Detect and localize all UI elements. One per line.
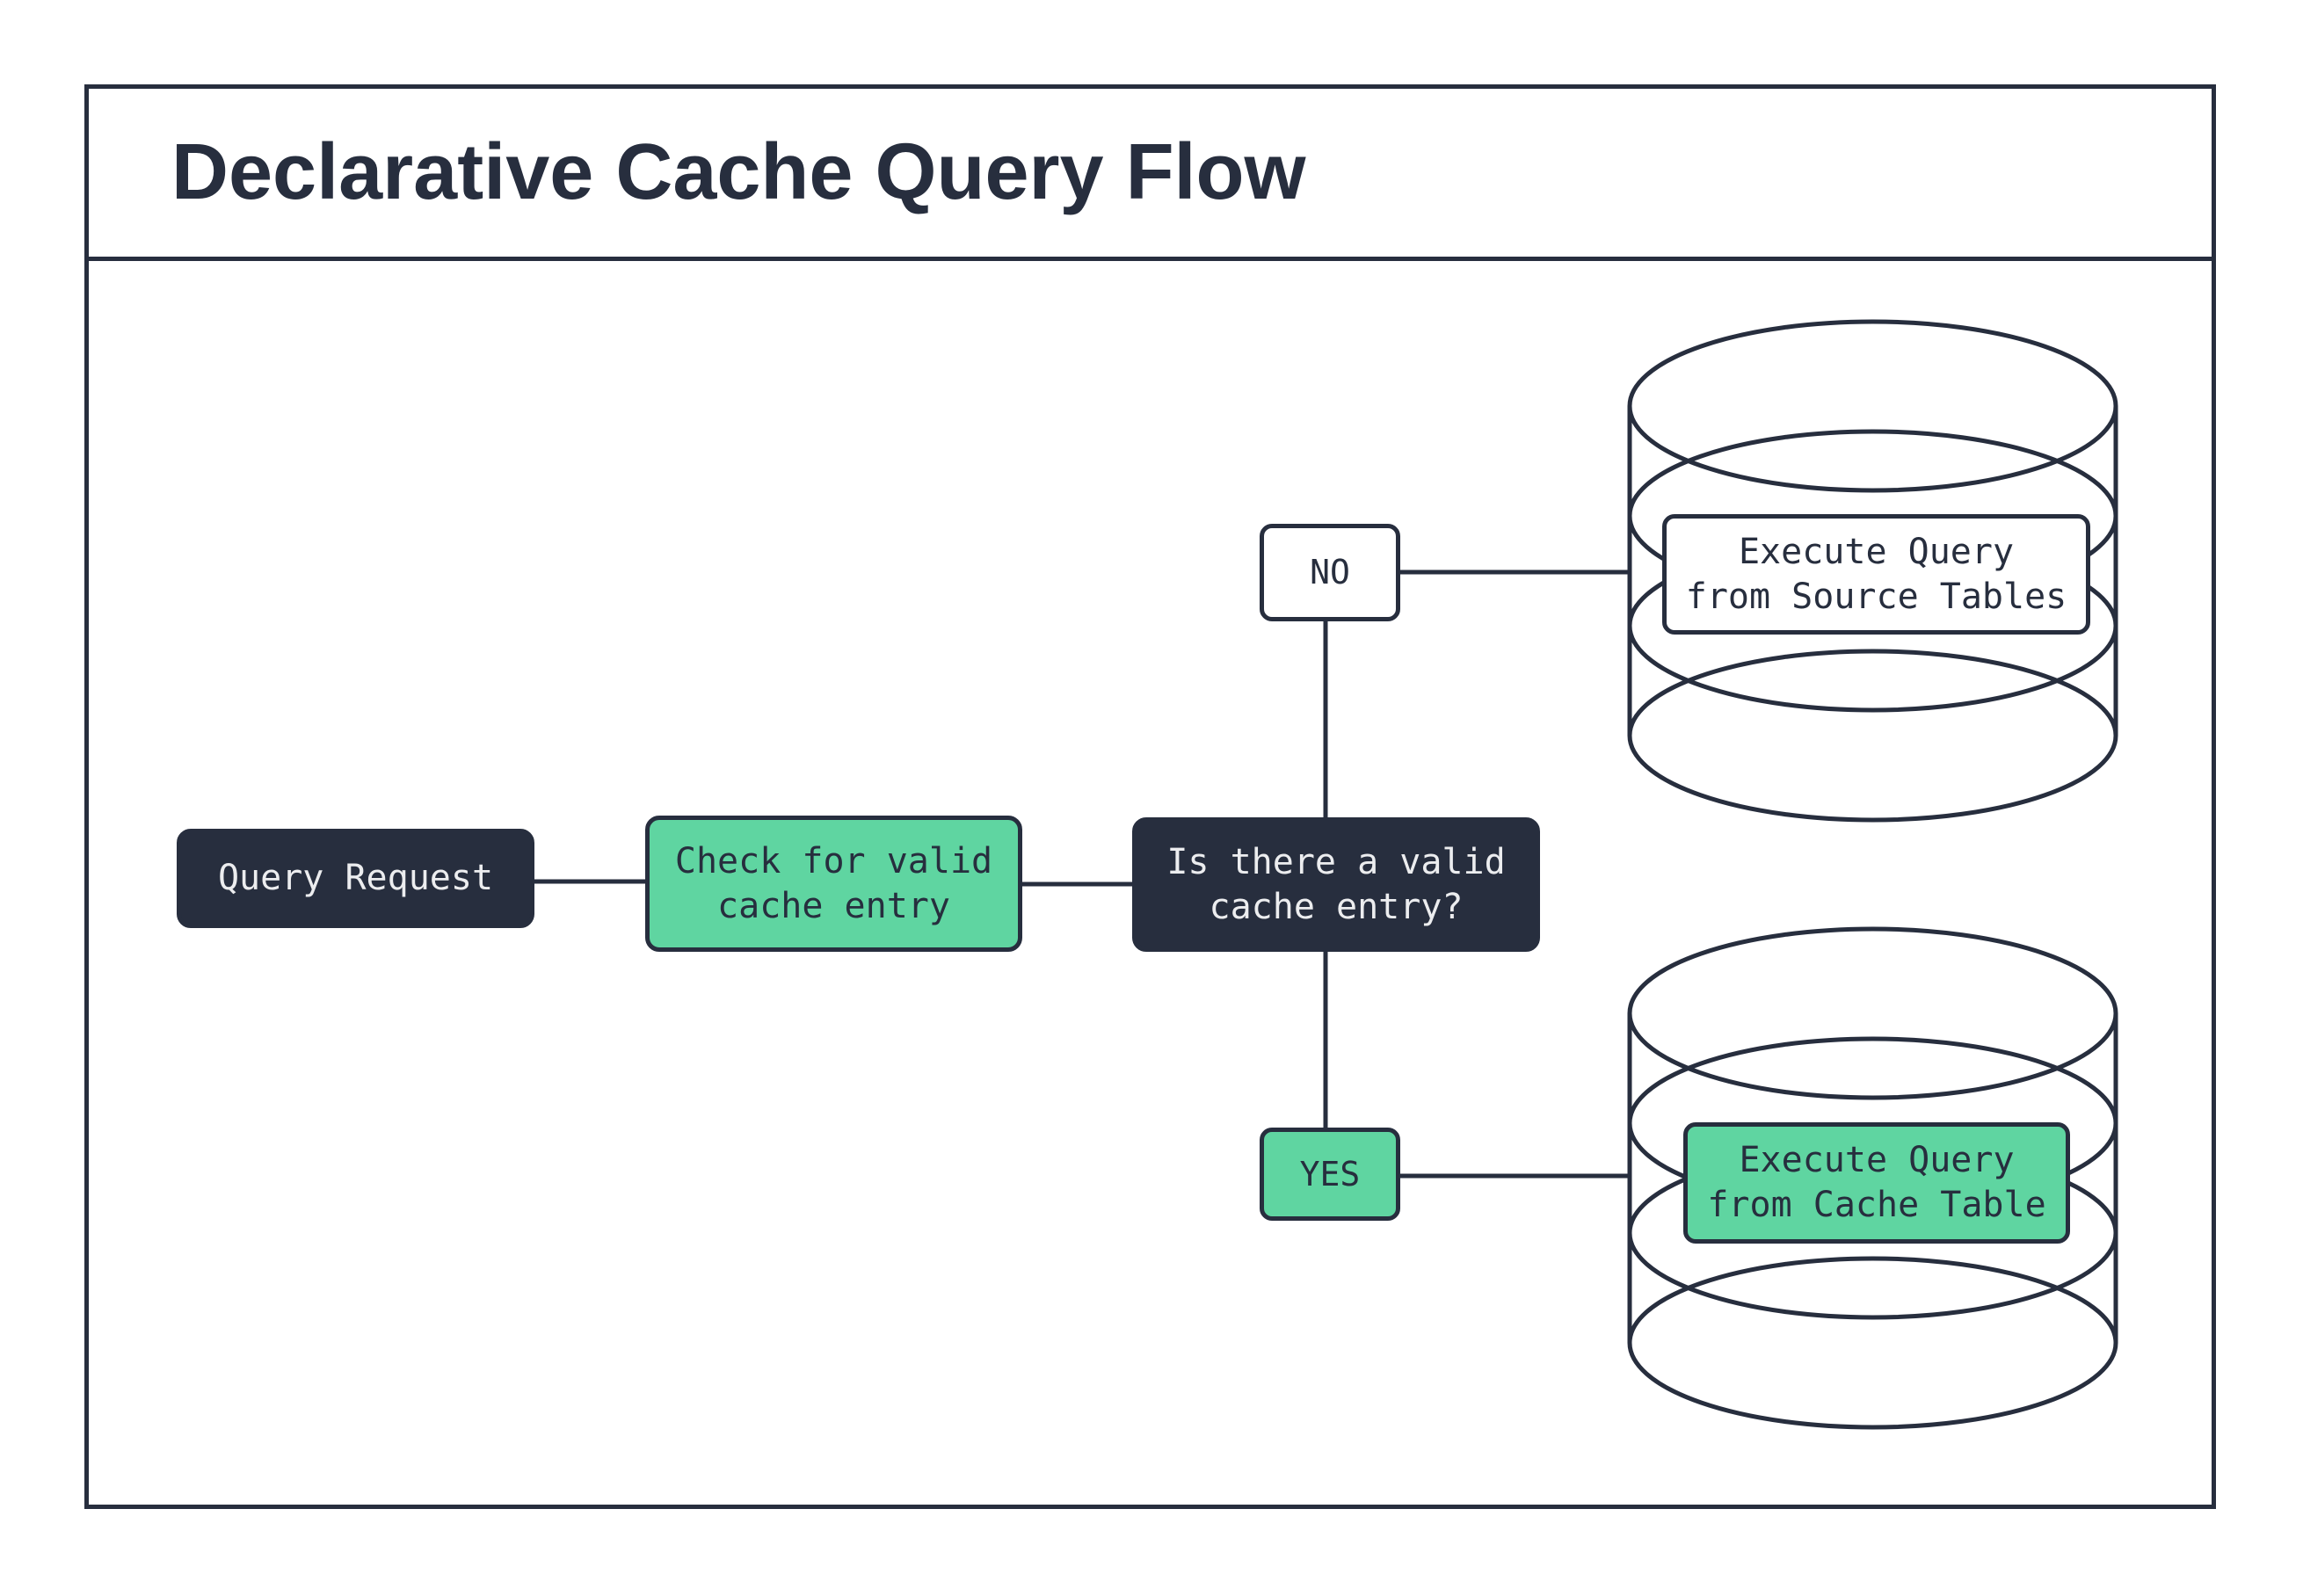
database-cache-icon [1627, 926, 2118, 1430]
node-execute-cache-label: Execute Query from Cache Table [1707, 1140, 2046, 1225]
node-query-request: Query Request [177, 829, 534, 928]
node-decision-valid-cache: Is there a valid cache entry? [1132, 817, 1540, 952]
node-check-cache: Check for valid cache entry [645, 816, 1022, 952]
diagram-frame: Declarative Cache Query Flow [84, 84, 2216, 1509]
node-branch-no: NO [1260, 524, 1400, 621]
node-decision-label: Is there a valid cache entry? [1166, 841, 1506, 927]
page-title: Declarative Cache Query Flow [171, 128, 1306, 216]
node-execute-source-label: Execute Query from Source Tables [1685, 531, 2067, 617]
node-check-cache-label: Check for valid cache entry [674, 840, 993, 926]
diagram-header: Declarative Cache Query Flow [89, 89, 2212, 261]
node-execute-cache-table: Execute Query from Cache Table [1683, 1122, 2070, 1244]
node-branch-no-label: NO [1310, 553, 1350, 591]
node-execute-source-tables: Execute Query from Source Tables [1662, 514, 2090, 635]
database-source-icon [1627, 319, 2118, 823]
node-branch-yes-label: YES [1299, 1154, 1361, 1193]
node-query-request-label: Query Request [217, 858, 494, 898]
flow-connectors [532, 569, 1631, 1179]
node-branch-yes: YES [1260, 1128, 1400, 1221]
